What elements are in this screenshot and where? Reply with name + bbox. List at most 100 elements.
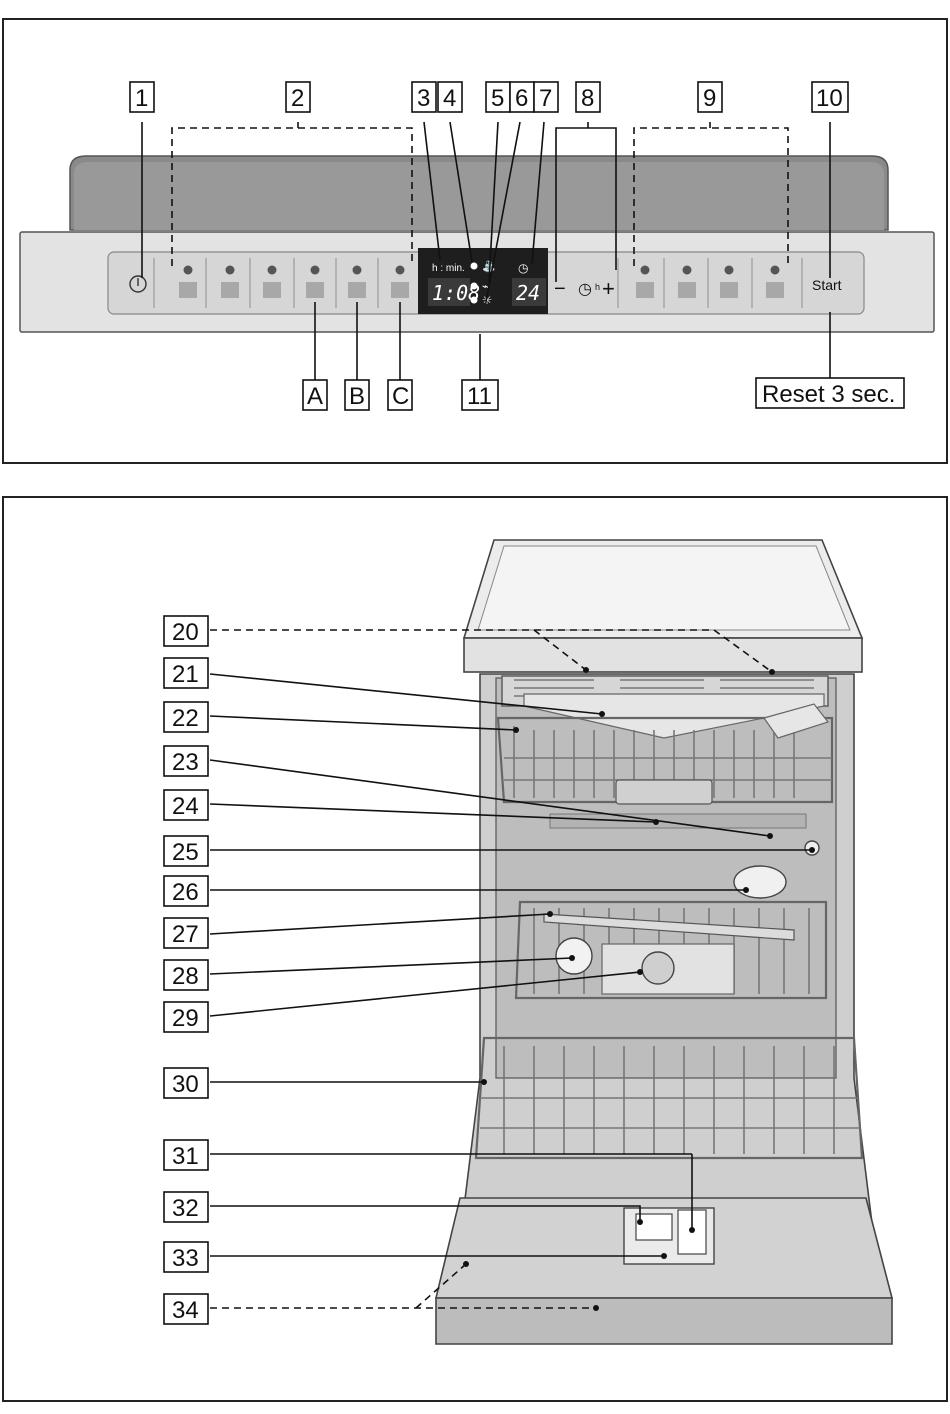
svg-text:6: 6 xyxy=(515,85,528,112)
callout-27: 27 xyxy=(163,917,209,949)
upper-basket xyxy=(496,716,834,804)
time-readout-box xyxy=(428,278,470,306)
upper-basket-lower xyxy=(514,900,828,1000)
svg-text:2: 2 xyxy=(291,85,304,112)
svg-text:27: 27 xyxy=(172,921,199,948)
filter-system xyxy=(641,951,675,985)
leader-dots xyxy=(463,667,815,1311)
svg-text:29: 29 xyxy=(172,1005,199,1032)
callout-23: 23 xyxy=(163,745,209,777)
program-button-2[interactable] xyxy=(221,265,239,299)
svg-text:9: 9 xyxy=(703,85,716,112)
option-button-2[interactable] xyxy=(678,265,696,299)
callout-31: 31 xyxy=(163,1139,209,1171)
svg-text:11: 11 xyxy=(467,383,492,410)
worktop-front xyxy=(463,637,863,673)
option-button-4[interactable] xyxy=(766,265,784,299)
tub-shelf xyxy=(549,813,807,829)
callout-32: 32 xyxy=(163,1191,209,1223)
callout-24: 24 xyxy=(163,789,209,821)
callout-6: 6 xyxy=(509,81,535,113)
callout-2: 2 xyxy=(285,81,311,113)
dishwasher-figure: 20 21 22 23 24 25 26 27 28 29 30 31 32 3… xyxy=(2,496,948,1402)
upper-basket-insert xyxy=(763,703,830,739)
svg-text:5: 5 xyxy=(491,85,504,112)
svg-text:Reset 3 sec.: Reset 3 sec. xyxy=(762,381,895,408)
callout-4: 4 xyxy=(437,81,463,113)
svg-text:32: 32 xyxy=(172,1195,199,1222)
svg-text:25: 25 xyxy=(172,839,199,866)
door-edge xyxy=(435,1297,893,1345)
callout-A: A xyxy=(302,379,328,411)
power-button[interactable] xyxy=(129,275,147,293)
callout-25: 25 xyxy=(163,835,209,867)
callout-29: 29 xyxy=(163,1001,209,1033)
lower-basket xyxy=(474,1036,864,1160)
option-buttons-right xyxy=(636,265,784,299)
svg-text:23: 23 xyxy=(172,749,199,776)
svg-text:28: 28 xyxy=(172,963,199,990)
delay-clock-symbol-icon: ◷ xyxy=(578,281,592,298)
option-button-3[interactable] xyxy=(720,265,738,299)
svg-text:34: 34 xyxy=(172,1297,199,1324)
svg-text:8: 8 xyxy=(581,85,594,112)
svg-text:4: 4 xyxy=(443,85,456,112)
callout-22: 22 xyxy=(163,701,209,733)
callout-30: 30 xyxy=(163,1067,209,1099)
svg-text:3: 3 xyxy=(417,85,430,112)
svg-text:A: A xyxy=(307,383,323,410)
program-button-6[interactable] xyxy=(391,265,409,299)
svg-text:20: 20 xyxy=(172,619,199,646)
callout-28: 28 xyxy=(163,959,209,991)
program-buttons-left xyxy=(179,265,409,299)
callout-C: C xyxy=(387,379,413,411)
dosing-compartment-top xyxy=(733,865,787,899)
delay-clock-icon: ◷ xyxy=(518,261,528,275)
callout-10: 10 xyxy=(811,81,849,113)
callout-34: 34 xyxy=(163,1293,209,1325)
delay-minus-button[interactable]: − xyxy=(554,278,566,300)
program-button-1[interactable] xyxy=(179,265,197,299)
svg-text:10: 10 xyxy=(816,85,843,112)
power-icon xyxy=(129,275,147,293)
callout-5: 5 xyxy=(485,81,511,113)
delay-unit: h xyxy=(595,282,600,292)
callout-7: 7 xyxy=(533,81,559,113)
svg-text:7: 7 xyxy=(539,85,552,112)
svg-text:22: 22 xyxy=(172,705,199,732)
callout-33: 33 xyxy=(163,1241,209,1273)
rinse-aid-indicator xyxy=(470,262,478,270)
display-delay-value: 24 xyxy=(516,281,540,305)
option-button-1[interactable] xyxy=(636,265,654,299)
program-button-3[interactable] xyxy=(263,265,281,299)
delay-readout-box xyxy=(512,278,546,306)
start-button[interactable]: Start xyxy=(812,277,842,293)
callout-11: 11 xyxy=(461,379,499,411)
display-time-label: h : min. xyxy=(432,263,465,274)
detergent-chamber xyxy=(635,1213,673,1241)
callout-reset: Reset 3 sec. xyxy=(755,377,905,409)
upper-basket-holder xyxy=(615,779,713,805)
program-button-5[interactable] xyxy=(348,265,366,299)
callout-1: 1 xyxy=(129,81,155,113)
callout-8: 8 xyxy=(575,81,601,113)
dishwasher-drawing: 20 21 22 23 24 25 26 27 28 29 30 31 32 3… xyxy=(163,539,894,1345)
program-button-4[interactable] xyxy=(306,265,324,299)
svg-text:31: 31 xyxy=(172,1143,199,1170)
control-panel-leaders xyxy=(141,121,831,380)
callout-21: 21 xyxy=(163,657,209,689)
control-panel-figure: h : min. 1:08 ⛲ ⌁ ✳ ◷ 24 − ◷ h + Start xyxy=(2,18,948,464)
svg-text:30: 30 xyxy=(172,1071,199,1098)
control-panel-drawing: h : min. 1:08 ⛲ ⌁ ✳ ◷ 24 − ◷ h + Start xyxy=(19,81,935,411)
svg-text:B: B xyxy=(349,383,365,410)
worktop-surface xyxy=(477,545,851,631)
callout-9: 9 xyxy=(697,81,723,113)
svg-text:33: 33 xyxy=(172,1245,199,1272)
service-indicator xyxy=(470,296,478,304)
drawer-handle-panel xyxy=(523,693,825,739)
delay-plus-button[interactable]: + xyxy=(602,276,615,301)
callout-3: 3 xyxy=(411,81,437,113)
door-top-shade xyxy=(74,162,884,230)
svg-text:C: C xyxy=(392,383,409,410)
svg-text:26: 26 xyxy=(172,879,199,906)
